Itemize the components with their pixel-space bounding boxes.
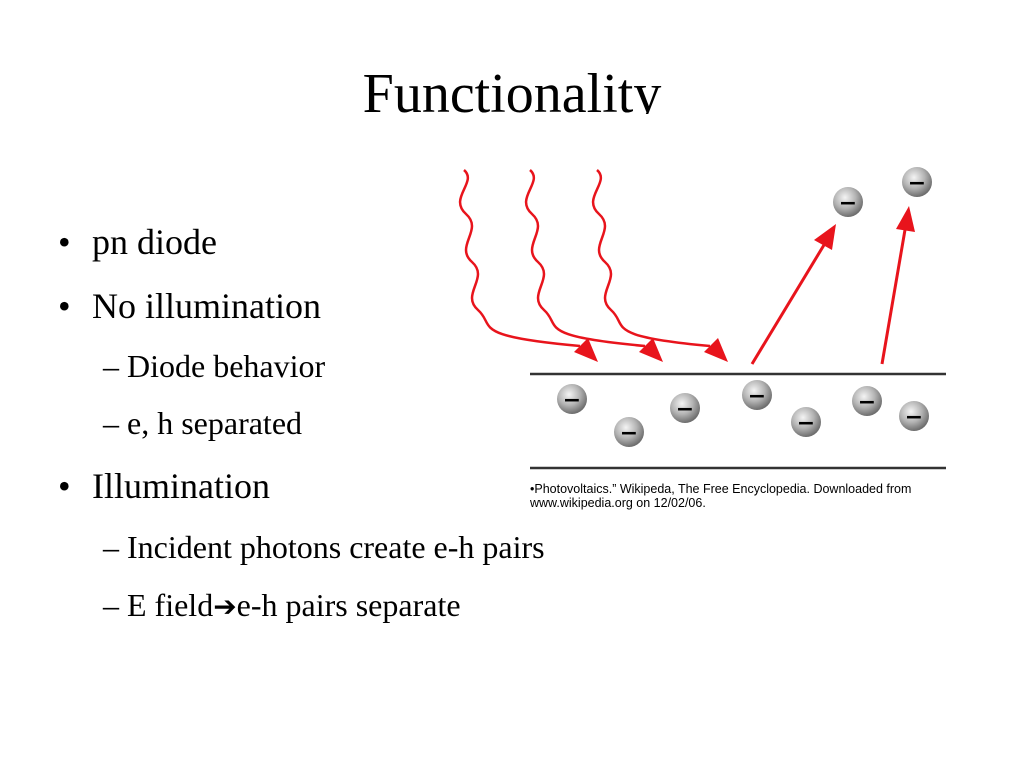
svg-text:−: − xyxy=(620,421,638,446)
citation-line: •Photovoltaics.” Wikipeda, The Free Ency… xyxy=(530,482,912,496)
right-arrow-icon: ➔ xyxy=(213,590,237,623)
sub-bullet-marker: – xyxy=(103,587,119,623)
svg-text:−: − xyxy=(908,171,926,196)
sub-bullet-marker: – xyxy=(103,405,119,441)
electron-emission-arrow xyxy=(880,206,915,365)
electron: − xyxy=(833,187,863,217)
citation-line: www.wikipedia.org on 12/02/06. xyxy=(530,496,706,510)
svg-text:−: − xyxy=(797,411,815,436)
photon-arrow xyxy=(524,169,663,362)
slide-title: Functionality xyxy=(362,63,662,114)
electron: − xyxy=(902,167,932,197)
figure-citation: •Photovoltaics.” Wikipeda, The Free Ency… xyxy=(530,482,1000,510)
bullet-marker: • xyxy=(58,466,71,506)
svg-text:−: − xyxy=(676,397,694,422)
svg-text:−: − xyxy=(839,191,857,216)
sub-bullet-text: e, h separated xyxy=(127,405,303,441)
sub-bullet-marker: – xyxy=(103,348,119,384)
sub-bullet-text: Diode behavior xyxy=(127,348,326,384)
electron: − xyxy=(614,417,644,447)
electron: − xyxy=(742,380,772,410)
sub-bullet-item: – Incident photons create e-h pairs xyxy=(103,529,545,565)
electron: − xyxy=(899,401,929,431)
bullet-marker: • xyxy=(58,286,71,326)
photovoltaic-diagram: − − − − − − − − − xyxy=(458,167,946,470)
bullet-marker: • xyxy=(58,222,71,262)
bullet-text: No illumination xyxy=(92,286,321,326)
svg-text:−: − xyxy=(748,384,766,409)
electron: − xyxy=(791,407,821,437)
bullet-text: pn diode xyxy=(92,222,217,262)
sub-bullet-text-before: E field xyxy=(127,587,214,623)
electron: − xyxy=(670,393,700,423)
photon-arrow xyxy=(458,169,598,362)
sub-bullet-item: – e, h separated xyxy=(103,405,302,441)
sub-bullet-text-after: e-h pairs separate xyxy=(236,587,461,623)
sub-bullet-marker: – xyxy=(103,529,119,565)
photon-arrow xyxy=(591,169,728,362)
svg-text:−: − xyxy=(563,388,581,413)
sub-bullet-text: Incident photons create e-h pairs xyxy=(127,529,545,565)
electron-emission-arrow xyxy=(750,224,836,365)
electron: − xyxy=(557,384,587,414)
svg-text:−: − xyxy=(858,390,876,415)
sub-bullet-item: – E field➔e-h pairs separate xyxy=(103,587,461,625)
bullet-text: Illumination xyxy=(92,466,270,506)
sub-bullet-item: – Diode behavior xyxy=(103,348,325,384)
svg-text:−: − xyxy=(905,405,923,430)
electron: − xyxy=(852,386,882,416)
